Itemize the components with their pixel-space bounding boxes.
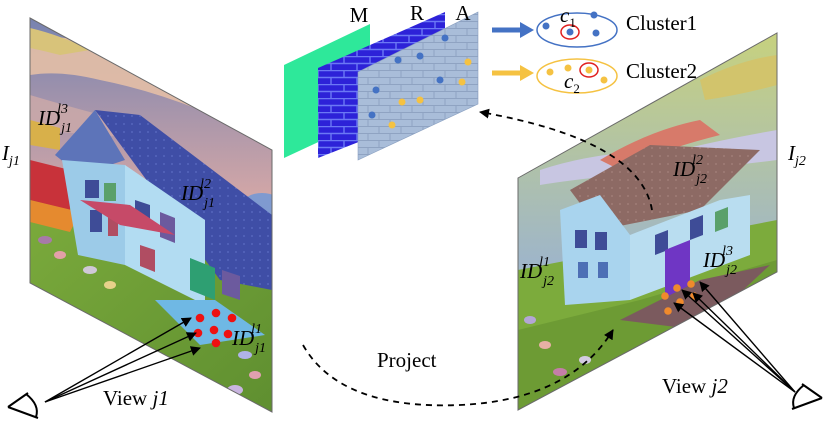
keypoint xyxy=(673,284,681,292)
cluster2-center-label: c2 xyxy=(564,69,580,96)
project-dashed-arrow xyxy=(302,329,614,407)
cluster2-arrow-head xyxy=(520,65,534,81)
id-j2-l1-label: IDj2l1 xyxy=(519,255,554,289)
image-j1-label: Ij1 xyxy=(1,141,20,169)
layer-points xyxy=(368,34,472,129)
keypoint xyxy=(209,325,219,335)
keypoint xyxy=(211,338,221,348)
cluster1-center-label: c1 xyxy=(560,3,576,30)
image-j2-label: Ij2 xyxy=(787,141,806,169)
keypoint xyxy=(195,313,205,323)
keypoint xyxy=(211,308,221,318)
left-roof xyxy=(95,110,272,290)
cluster1-ellipse xyxy=(536,12,618,48)
view1-label: View j1 xyxy=(103,386,169,410)
keypoint xyxy=(664,307,672,315)
right-image-frame xyxy=(517,32,778,411)
cluster1-arrow-head xyxy=(520,22,534,38)
left-image-frame xyxy=(29,17,273,413)
keypoint xyxy=(661,292,669,300)
id-j1-l2-label: IDj1l2 xyxy=(180,177,215,211)
mask-layer-label: M xyxy=(350,3,369,27)
view2-eye-icon xyxy=(791,383,823,410)
cluster2-center-ring xyxy=(579,62,599,78)
cluster1-label: Cluster1 xyxy=(626,11,697,35)
attribute-layer xyxy=(357,11,479,161)
id-j1-l1-label: IDj1l1 xyxy=(231,322,266,356)
id-j2-l2-label: IDj2l2 xyxy=(672,153,707,187)
project-label: Project xyxy=(377,348,437,372)
view2-rays xyxy=(673,281,796,393)
id-j2-l3-label: IDj2l3 xyxy=(702,244,737,278)
id-j1-l3-label: IDj1l3 xyxy=(37,102,72,136)
cluster-legend: c1 Cluster1 c2 Cluster2 xyxy=(492,3,697,96)
cluster1-center-ring xyxy=(560,24,580,40)
layer-stack: M R A xyxy=(284,1,479,161)
cluster2-label: Cluster2 xyxy=(626,59,697,83)
upward-dashed-arrow xyxy=(479,108,653,211)
view1-rays xyxy=(44,317,201,403)
left-keypoints xyxy=(193,308,237,348)
right-roof xyxy=(570,145,760,230)
left-image-panel xyxy=(29,17,273,413)
rgb-layer-label: R xyxy=(410,1,424,25)
keypoint xyxy=(223,329,233,339)
attribute-layer-label: A xyxy=(455,1,471,25)
cluster2-entry: c2 Cluster2 xyxy=(492,58,697,96)
view2-label: View j2 xyxy=(662,374,728,398)
keypoint xyxy=(227,313,237,323)
keypoint xyxy=(687,280,695,288)
cluster1-entry: c1 Cluster1 xyxy=(492,3,697,48)
left-platform xyxy=(155,300,265,345)
view1-eye-icon xyxy=(7,392,39,419)
